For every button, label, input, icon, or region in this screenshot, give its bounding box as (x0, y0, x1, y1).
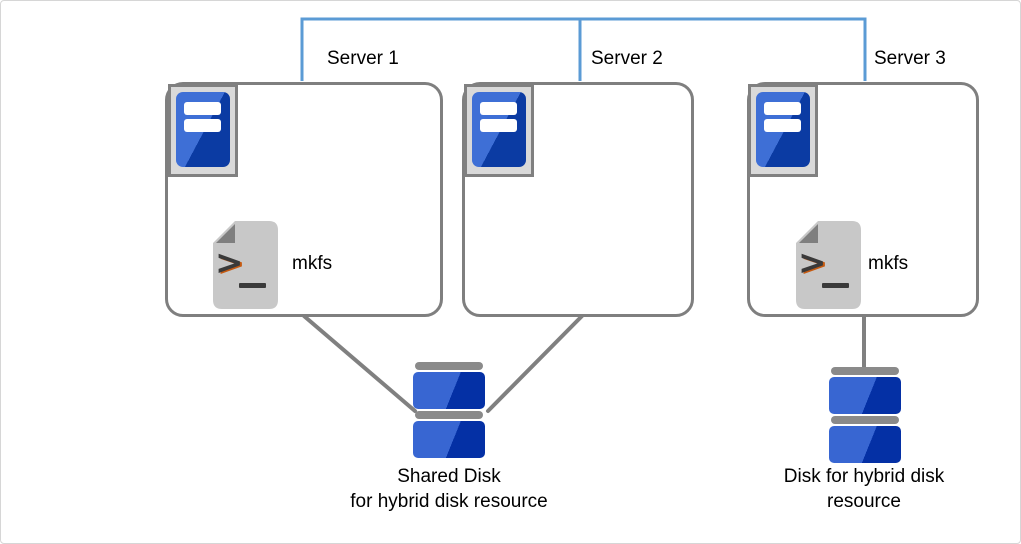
server1-mkfs-label: mkfs (292, 253, 333, 274)
server-drive-slot (480, 102, 517, 115)
server-drive-slot (764, 119, 801, 132)
server3-label: Server 3 (874, 48, 946, 69)
shared-disk-icon (413, 362, 485, 460)
hybrid-disk-caption: Disk for hybrid disk resource (783, 466, 945, 512)
server2-to-shared-disk-line (486, 314, 584, 413)
svg-text:>: > (215, 243, 244, 283)
server2-label: Server 2 (591, 48, 663, 69)
disk-cap (831, 416, 899, 424)
server-tower-body (472, 92, 526, 167)
server-drive-slot (764, 102, 801, 115)
server1-to-shared-disk-line (302, 314, 417, 413)
server-drive-slot (184, 119, 221, 132)
server1-tower-icon (168, 84, 238, 177)
svg-text:>: > (800, 244, 829, 284)
server-drive-slot (184, 102, 221, 115)
disk-cap (831, 367, 899, 375)
server3-mkfs-label: mkfs (868, 253, 909, 274)
server3-tower-icon (748, 84, 818, 177)
server1-label: Server 1 (327, 48, 399, 69)
disk-platter (829, 377, 901, 414)
disk-platter (413, 372, 485, 409)
disk-cap (415, 362, 483, 370)
server2-box (462, 82, 694, 317)
network-interconnect-line (300, 17, 867, 81)
server-tower-body (756, 92, 810, 167)
server-drive-slot (480, 119, 517, 132)
disk-platter (413, 421, 485, 458)
svg-text:>: > (798, 243, 827, 283)
server2-tower-icon (464, 84, 534, 177)
shell-script-file-icon: > > (213, 221, 278, 309)
svg-text:>: > (217, 244, 246, 284)
hybrid-disk-icon (829, 367, 901, 465)
disk-platter (829, 426, 901, 463)
server-tower-body (176, 92, 230, 167)
disk-cap (415, 411, 483, 419)
shared-disk-caption: Shared Disk for hybrid disk resource (350, 466, 548, 512)
shell-script-file-icon: > > (796, 221, 861, 309)
